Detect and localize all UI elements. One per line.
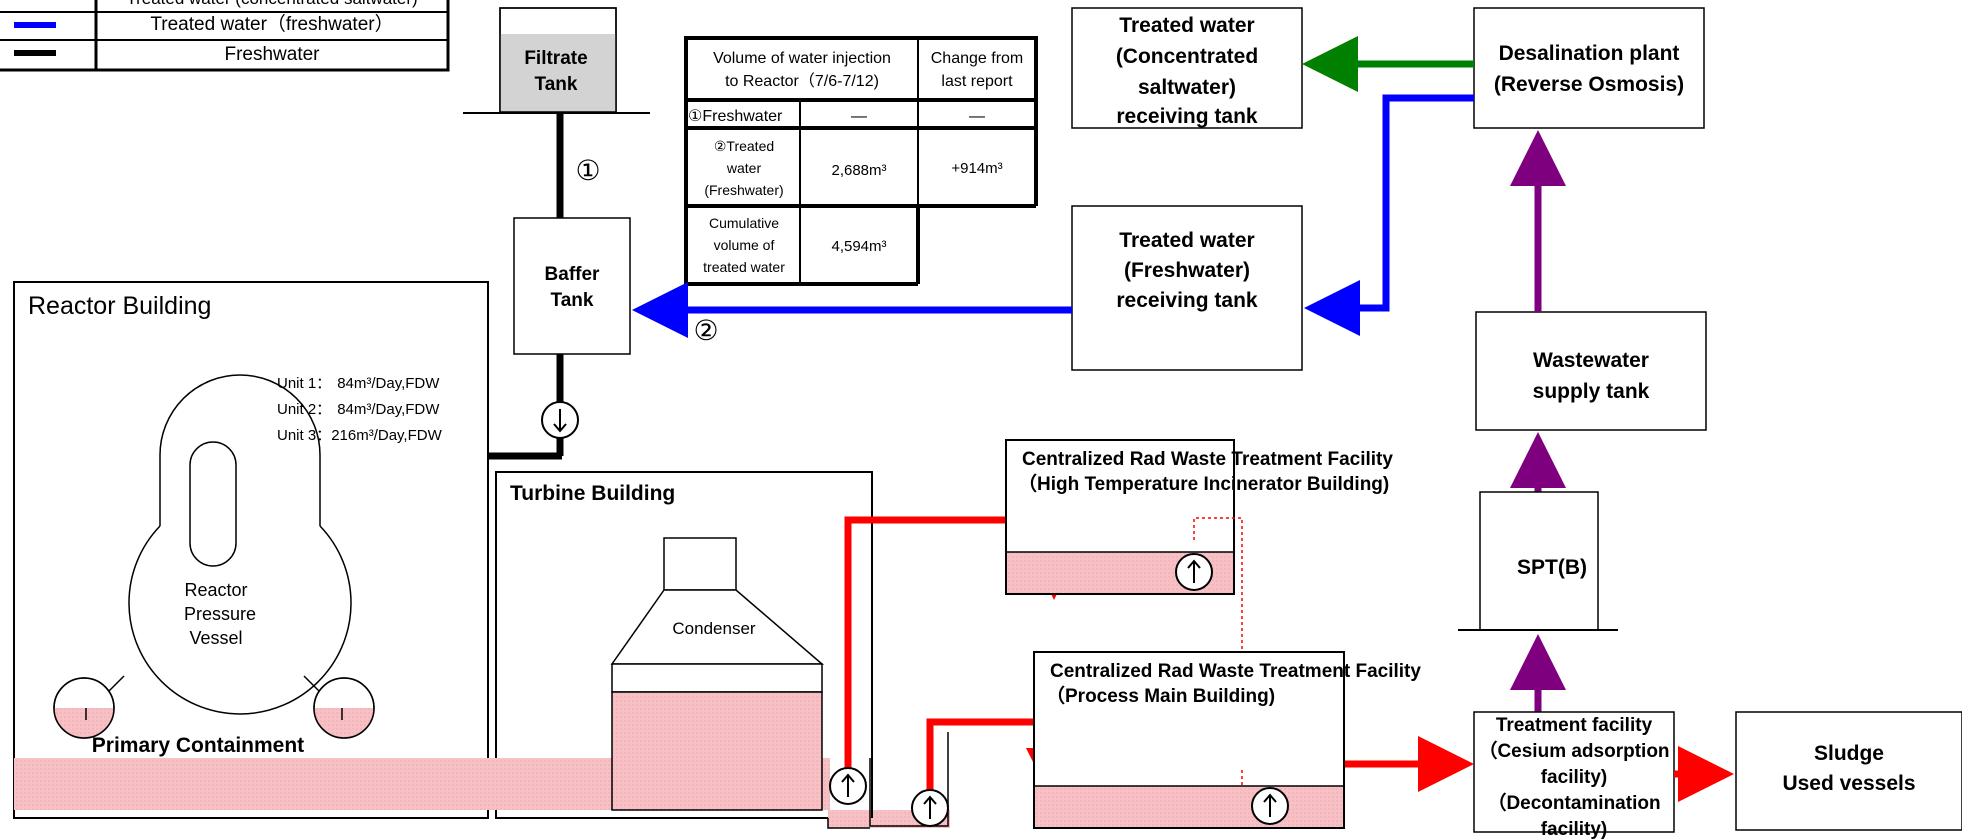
turbine-building-title: Turbine Building [510,482,675,505]
rpv-label-1: Reactor [184,580,247,600]
legend-label-freshwater: Freshwater [224,44,320,65]
unit-1-rate: Unit 1：84m³/Day,FDW [277,375,440,392]
freshwater-tank-label-3: receiving tank [1116,289,1258,312]
turbine-building: Turbine Building Condenser [14,471,950,829]
concentrated-tank-label-2: (Concentrated [1116,45,1258,68]
spt-label: SPT(B) [1517,556,1587,579]
turbine-pump-1-arrow-icon [841,773,855,797]
desalination-label-2: (Reverse Osmosis) [1494,73,1684,96]
table-row1-change: ― [969,108,985,125]
rpv-upper-outline [159,374,321,526]
flow-marker-two: ② [693,315,718,346]
condenser-label: Condenser [672,619,756,638]
rpv-label-3: Vessel [189,628,242,648]
treatment-label-2: （Cesium adsorption [1478,739,1669,762]
hti-pump-arrow-icon [1187,559,1201,583]
treated-freshwater-pipe [1320,94,1474,312]
treatment-label-4: （Decontamination [1487,791,1660,814]
treatment-facility: Treatment facility （Cesium adsorption fa… [1473,711,1675,840]
concentrated-tank-label-3: saltwater) [1138,76,1236,99]
treatment-label-5: facility) [1541,819,1608,840]
wastewater-label-1: Wastewater [1533,349,1649,372]
table-row2-label-1: ②Treated [714,138,774,154]
rpv-core [189,441,237,567]
rpv-label-2: Pressure [184,604,256,624]
table-header-change-2: last report [941,73,1013,90]
injection-table: Volume of water injection to Reactor（7/6… [684,36,1038,286]
concentrated-tank-label-1: Treated water [1119,14,1254,37]
treatment-label-1: Treatment facility [1496,715,1653,736]
trench-pit-bottom [827,818,870,829]
table-header-volume-1: Volume of water injection [713,50,891,67]
table-row3-label-3: treated water [703,259,785,275]
baffer-tank-label-2: Tank [551,290,594,311]
reactor-building: Reactor Building Reactor Pressure Vessel… [13,281,489,819]
table-row3-value: 4,594m³ [831,238,886,255]
freshwater-receiving-tank: Treated water (Freshwater) receiving tan… [1071,205,1303,371]
turbine-pump-2-arrow-icon [923,795,937,819]
treatment-label-3: facility) [1541,767,1608,788]
pump-arrow-down-icon [553,409,567,433]
table-header-change-1: Change from [931,50,1024,67]
baffer-tank-label-1: Baffer [545,264,601,285]
filtrate-tank-label-2: Tank [535,74,578,95]
filtrate-tank-label-1: Filtrate [524,48,587,69]
desalination-plant: Desalination plant (Reverse Osmosis) [1473,7,1705,129]
spt-b-tank: SPT(B) [1458,491,1618,631]
freshwater-tank-label-2: (Freshwater) [1124,259,1250,282]
desalination-label-1: Desalination plant [1499,42,1680,65]
torus-left-outline [53,677,115,739]
process-title-2: （Process Main Building) [1046,684,1275,707]
table-header-volume-2: to Reactor（7/6-7/12) [725,72,879,90]
wastewater-label-2: supply tank [1533,380,1650,403]
sludge-label-1: Sludge [1814,742,1884,765]
torus-right-outline [313,677,375,739]
table-row2-value: 2,688m³ [831,162,886,179]
table-row3-label-1: Cumulative [709,215,779,231]
sludge-label-2: Used vessels [1782,772,1915,795]
legend-label-treated-fresh: Treated water（freshwater） [150,13,393,35]
concentrated-tank-label-4: receiving tank [1116,105,1258,128]
process-pump-arrow-icon [1263,793,1277,817]
reactor-building-title: Reactor Building [28,292,211,320]
freshwater-tank-label-1: Treated water [1119,229,1254,252]
hti-title-2: （High Temperature Incinerator Building) [1018,472,1389,495]
table-row3-label-2: volume of [714,237,775,253]
baffer-tank: Baffer Tank [513,217,631,355]
trench-pit-outline [869,732,949,827]
table-row2-label-2: water [726,160,762,176]
rpv-lower-outline [128,525,352,715]
table-row1-value: ― [851,108,867,125]
condenser-water [611,691,823,811]
process-main-building: Centralized Rad Waste Treatment Facility… [1033,651,1421,829]
filtrate-tank: Filtrate Tank [463,7,650,114]
unit-3-rate: Unit 3：216m³/Day,FDW [277,427,443,444]
primary-containment-label: Primary Containment [92,734,304,757]
sludge-used-vessels: Sludge Used vessels [1735,711,1962,831]
process-title-1: Centralized Rad Waste Treatment Facility [1050,661,1421,682]
table-row1-label: ①Freshwater [688,108,783,125]
unit-injection-rates: Unit 1：84m³/Day,FDW Unit 2：84m³/Day,FDW … [277,375,443,444]
condenser-top [663,537,737,591]
hti-title-1: Centralized Rad Waste Treatment Facility [1022,449,1393,470]
table-row2-change: +914m³ [951,160,1002,177]
unit-2-rate: Unit 2：84m³/Day,FDW [277,401,440,418]
legend: Treated water (concentrated saltwater) T… [0,0,450,72]
flow-marker-one: ① [575,155,600,186]
legend-label-concentrated: Treated water (concentrated saltwater) [126,0,417,8]
wastewater-supply-tank: Wastewater supply tank [1475,311,1707,431]
table-row2-label-3: (Freshwater) [704,182,783,198]
concentrated-receiving-tank: Treated water (Concentrated saltwater) r… [1071,7,1303,129]
